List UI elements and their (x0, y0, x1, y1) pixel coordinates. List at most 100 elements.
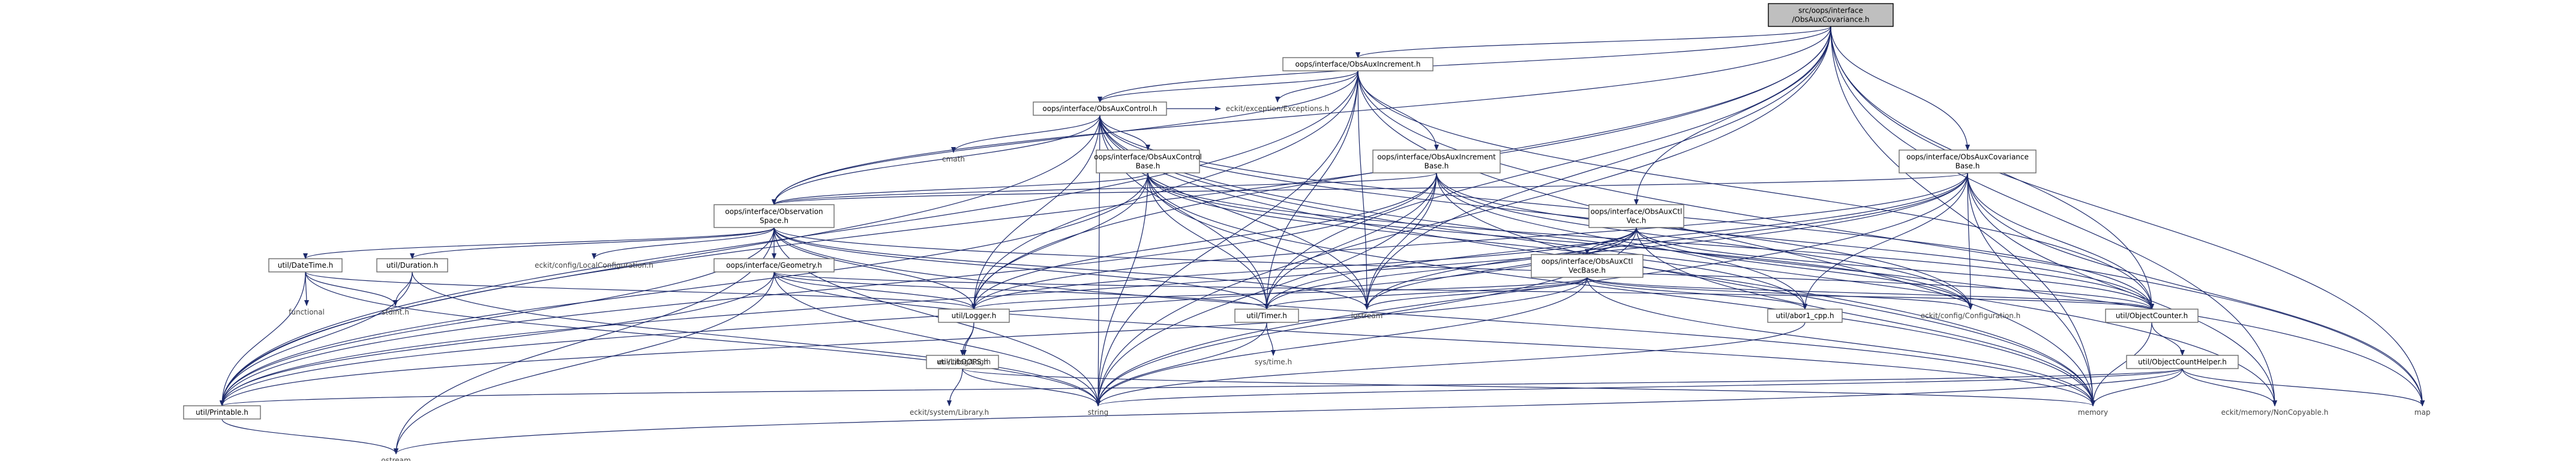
edge (773, 227, 2095, 406)
edge (220, 172, 1968, 406)
edge (971, 172, 1968, 310)
node-libo[interactable]: util/LibOOPS.h (926, 355, 999, 369)
node-label: eckit/log/Log.h (938, 358, 991, 366)
edge-ctrl-to-ctrlbase (1099, 115, 1150, 151)
edge-ctlvecbase-to-memory (1587, 277, 2095, 406)
edge (1365, 172, 1437, 310)
edge-ctrlbase-to-memory (1147, 172, 2095, 406)
edge (1147, 172, 2154, 310)
edge-geometry-to-logger (773, 271, 976, 310)
edge-incbase-to-iostream (1365, 172, 1437, 310)
edge (1096, 26, 1831, 406)
edge (1264, 70, 1359, 310)
node-printable[interactable]: util/Printable.h (183, 405, 261, 420)
node-label: util/Duration.h (386, 261, 439, 270)
edge-geometry-to-timer (773, 271, 1269, 310)
edge (971, 115, 1100, 310)
edge (773, 271, 2154, 310)
edge-datetime-to-logger (305, 271, 976, 310)
edge (1587, 277, 2154, 310)
node-timer[interactable]: util/Timer.h (1234, 309, 1299, 323)
node-label: eckit/system/Library.h (910, 408, 989, 417)
node-label: Base.h (1136, 162, 1160, 170)
edge-objcnth-to-printable (220, 368, 2183, 406)
node-label: string (1088, 408, 1108, 417)
node-datetime[interactable]: util/DateTime.h (268, 258, 343, 273)
edge-ctrl-to-logger (971, 115, 1100, 310)
edge-printable-to-ostream (221, 418, 398, 454)
edge (1365, 277, 1588, 310)
edge (394, 368, 2183, 454)
edge-objcnth-to-ostream (394, 368, 2183, 454)
node-objcnth[interactable]: util/ObjectCountHelper.h (2126, 355, 2239, 369)
edge-covbase-to-abort (1803, 172, 1968, 310)
node-label: util/Logger.h (952, 312, 997, 320)
edge (1275, 70, 1359, 103)
node-systime: sys/time.h (1255, 358, 1292, 366)
node-ctrl[interactable]: oops/interface/ObsAuxControl.h (1033, 101, 1167, 116)
edge-timer-to-systime (1266, 322, 1276, 356)
edge (1096, 172, 1437, 406)
edge-layer (220, 26, 2425, 454)
node-box (1282, 57, 1434, 71)
edge (1636, 227, 2154, 310)
edge-objcnth-to-map (2182, 368, 2425, 406)
node-label: src/oops/interface (1798, 7, 1863, 15)
node-label: Space.h (760, 217, 788, 225)
node-label: oops/interface/ObsAuxControl.h (1042, 104, 1157, 113)
edge-duration-to-printable (220, 271, 413, 406)
node-logger[interactable]: util/Logger.h (938, 309, 1010, 323)
edge (220, 227, 775, 406)
edge (1264, 277, 1588, 310)
edge (1099, 115, 1269, 310)
node-box (1531, 254, 1644, 278)
edge (305, 271, 976, 310)
node-label: oops/interface/ObsAuxIncrement (1377, 153, 1496, 161)
edge (971, 227, 1637, 310)
edge (951, 115, 1100, 153)
edge-ctlvecbase-to-timer (1264, 277, 1588, 310)
edge (971, 70, 1359, 310)
edge (592, 227, 775, 259)
node-duration[interactable]: util/Duration.h (376, 258, 448, 273)
edge-ctlvec-to-memory (1636, 227, 2095, 406)
edge (1266, 322, 1276, 356)
edge-ctrlbase-to-abort (1147, 172, 1807, 310)
node-label: util/ObjectCountHelper.h (2138, 358, 2227, 366)
edge-timer-to-string (1096, 322, 1267, 406)
edge (947, 368, 963, 406)
node-abort[interactable]: util/abor1_cpp.h (1767, 309, 1843, 323)
edge (2182, 368, 2425, 406)
node-inc[interactable]: oops/interface/ObsAuxIncrement.h (1282, 57, 1434, 71)
node-iostream: iostream (1351, 312, 1383, 320)
edge (220, 271, 306, 406)
edge-geometry-to-memory (773, 271, 2095, 406)
node-root[interactable]: src/oops/interface/ObsAuxCovariance.h (1768, 3, 1894, 27)
edge-covbase-to-objcnt (1967, 172, 2154, 310)
edge-inc-to-incbase (1357, 70, 1439, 151)
node-box (1096, 149, 1200, 173)
edge-obsspace-to-timer (773, 227, 1269, 310)
edge-datetime-to-printable (220, 271, 306, 406)
node-geometry[interactable]: oops/interface/Geometry.h (713, 258, 835, 273)
edge-root-to-iostream (1365, 26, 1831, 310)
node-objcnt[interactable]: util/ObjectCounter.h (2105, 309, 2199, 323)
edge (1096, 277, 1588, 406)
node-map: map (2415, 408, 2431, 417)
edge (1264, 172, 1968, 310)
node-label: oops/interface/ObsAuxCtl (1591, 208, 1683, 216)
edge-obsspace-to-duration (410, 227, 775, 259)
edge-objcnth-to-string (1096, 368, 2183, 406)
node-box (2105, 309, 2199, 323)
edge (220, 172, 1437, 406)
edge-geometry-to-printable (220, 271, 775, 406)
edge (1967, 172, 2095, 406)
edge (2182, 368, 2277, 406)
node-box (2126, 355, 2239, 369)
